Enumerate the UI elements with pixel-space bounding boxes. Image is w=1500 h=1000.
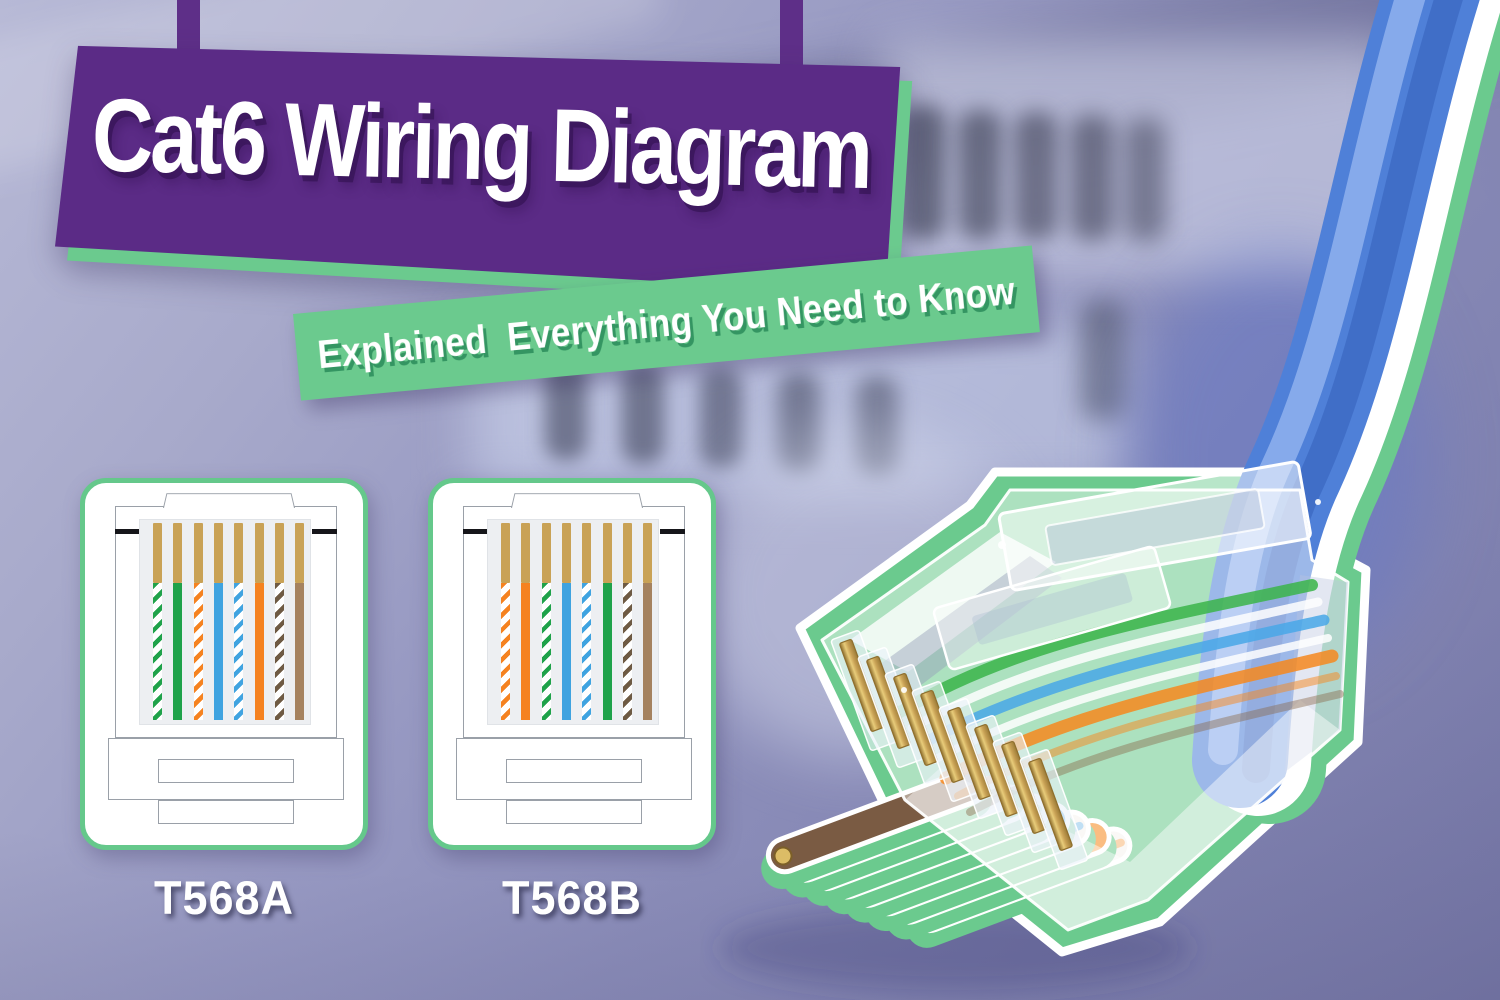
pin-contact (541, 523, 551, 583)
connector-inner-body (139, 519, 311, 725)
bg-port (1070, 115, 1114, 241)
pin-insulation (541, 583, 551, 720)
pin-insulation (173, 583, 183, 720)
pin-insulation (254, 583, 264, 720)
connector-notch (163, 493, 295, 508)
rj45-connector-photo (720, 0, 1500, 990)
connector-notch (511, 493, 643, 508)
pin-contact (234, 523, 244, 583)
bg-port (856, 376, 898, 476)
pin-insulation (274, 583, 284, 720)
pin-contact (501, 523, 510, 583)
sparkles (901, 499, 1321, 693)
headline-banner: Cat6 Wiring Diagram (55, 38, 913, 309)
bg-port (958, 110, 1002, 240)
bg-port (1014, 112, 1058, 240)
connector-tickL (115, 529, 140, 534)
pin-insulation (643, 583, 653, 720)
connector-inner-body (487, 519, 659, 725)
pin-insulation (295, 583, 305, 720)
latch-frame (997, 460, 1312, 592)
pin-insulation (622, 583, 632, 720)
wire-tip-brown (761, 767, 993, 890)
label-t568b: T568B (501, 870, 643, 925)
pin-contact (213, 523, 223, 583)
pin-insulation (193, 583, 203, 720)
pin-insulation (521, 583, 531, 720)
card-t568b (428, 478, 716, 850)
pin-contact (193, 523, 203, 583)
latch-arm (932, 545, 1172, 671)
pin-contact (153, 523, 162, 583)
card-t568a (80, 478, 368, 850)
connector-slot (158, 759, 294, 783)
conductor-tip (773, 846, 793, 866)
pin-contact (274, 523, 284, 583)
bg-port (1080, 300, 1126, 420)
pin-contact (602, 523, 612, 583)
pin-insulation (213, 583, 223, 720)
connector-tickL (463, 529, 488, 534)
connector-slot (506, 759, 642, 783)
pin-contact (643, 523, 653, 583)
pin-insulation (234, 583, 244, 720)
pin-contact (295, 523, 305, 583)
pin-contact (254, 523, 264, 583)
pin-insulation (561, 583, 571, 720)
bg-port (778, 372, 820, 472)
pin-insulation (501, 583, 510, 720)
pin-contact (173, 523, 183, 583)
banner-strap-left (177, 0, 200, 62)
bg-port (1124, 118, 1166, 242)
pin-contact (561, 523, 571, 583)
connector-tab (506, 800, 642, 824)
gold-pins (830, 630, 1089, 871)
connector-tickR (660, 529, 685, 534)
banner-purple-board (55, 45, 901, 295)
pin-contact (521, 523, 531, 583)
pin-contact (582, 523, 592, 583)
pin-insulation (582, 583, 592, 720)
pin-slat-8 (1019, 749, 1089, 871)
page-title: Cat6 Wiring Diagram (90, 77, 872, 212)
label-t568a: T568A (153, 870, 295, 925)
pin-insulation (153, 583, 162, 720)
pin-contact (622, 523, 632, 583)
bg-port (622, 364, 664, 464)
bg-port (700, 368, 742, 468)
connector-tab (158, 800, 294, 824)
banner-strap-right (780, 0, 803, 80)
connector-tickR (312, 529, 337, 534)
pin-insulation (602, 583, 612, 720)
